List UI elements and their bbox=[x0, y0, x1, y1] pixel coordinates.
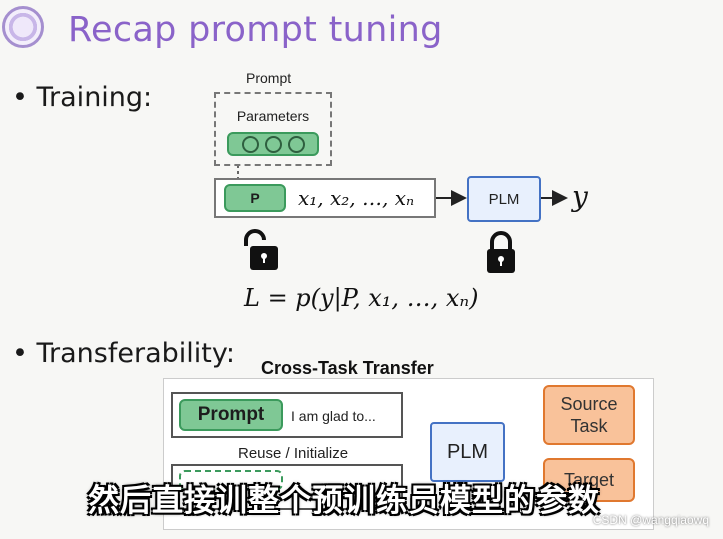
circle-icon bbox=[287, 135, 305, 153]
prompt-label: Prompt bbox=[246, 70, 292, 86]
parameter-vectors bbox=[227, 132, 319, 156]
output-y: y bbox=[572, 180, 588, 213]
prompt-token: Prompt bbox=[179, 399, 283, 431]
bullet-transferability: • Transferability: bbox=[12, 338, 235, 369]
bullet-training: • Training: bbox=[12, 82, 153, 113]
watermark: CSDN @wangqiaowq bbox=[592, 513, 709, 527]
transfer-plm-box: PLM bbox=[430, 422, 505, 482]
reuse-label: Reuse / Initialize bbox=[238, 445, 349, 462]
loss-formula: L = p(y|P, x₁, …, xₙ) bbox=[244, 284, 479, 312]
parameters-box: Parameters bbox=[214, 92, 332, 166]
prompt-p-token: P bbox=[224, 184, 286, 212]
plm-box: PLM bbox=[467, 176, 541, 222]
locked-padlock-icon bbox=[487, 231, 515, 273]
transfer-title: Cross-Task Transfer bbox=[261, 358, 434, 378]
video-subtitle: 然后直接训整个预训练员模型的参数 bbox=[88, 483, 600, 519]
bullet-training-label: Training: bbox=[36, 82, 153, 113]
source-task-box: Source Task bbox=[543, 385, 635, 445]
source-input-box: Prompt I am glad to... bbox=[171, 392, 403, 438]
bullet-transferability-label: Transferability: bbox=[36, 338, 235, 369]
input-text: I am glad to... bbox=[291, 408, 376, 424]
initialized-prompt-slot bbox=[179, 470, 283, 490]
circle-icon bbox=[241, 135, 259, 153]
circle-icon bbox=[264, 135, 282, 153]
unlocked-padlock-icon bbox=[244, 229, 278, 270]
university-logo bbox=[2, 6, 44, 48]
input-tokens: x₁, x₂, …, xₙ bbox=[298, 186, 415, 210]
target-task-box: Target bbox=[543, 458, 635, 502]
slide-title: Recap prompt tuning bbox=[68, 10, 443, 50]
input-sequence-box: P x₁, x₂, …, xₙ bbox=[214, 178, 436, 218]
target-input-box bbox=[171, 464, 403, 510]
parameters-label: Parameters bbox=[236, 108, 310, 124]
